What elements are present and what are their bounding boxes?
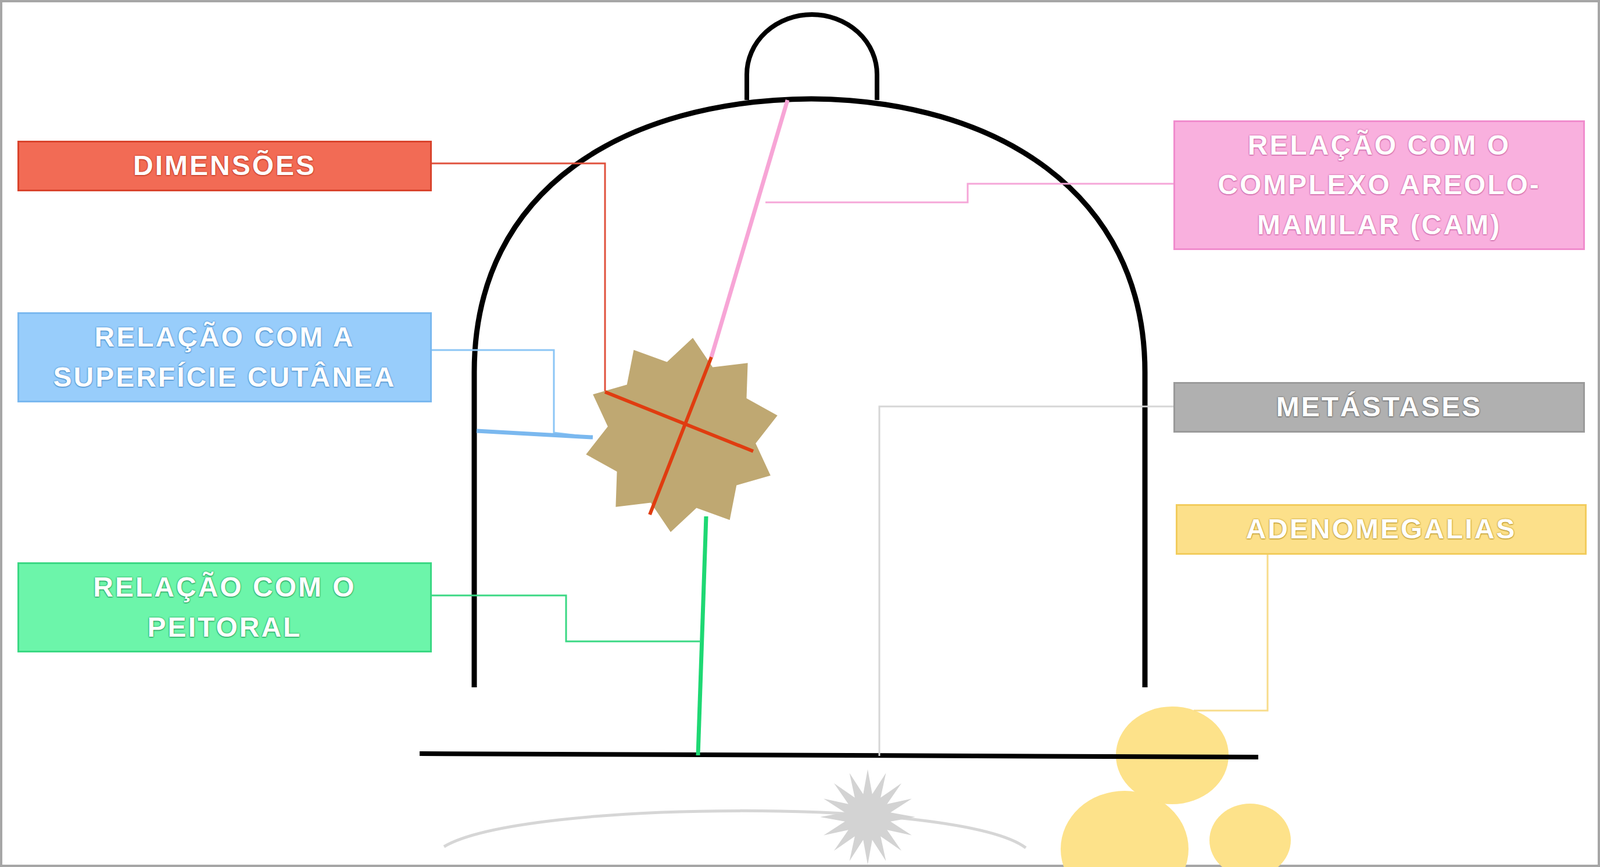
label-text: RELAÇÃO COM O PEITORAL [29, 567, 420, 647]
metastasis-star [820, 768, 916, 865]
leader-line [879, 406, 1174, 756]
label-text: METÁSTASES [1276, 387, 1483, 427]
label-box: METÁSTASES [1173, 381, 1585, 433]
label-text: ADENOMEGALIAS [1246, 509, 1517, 549]
nipple-distance-line [711, 99, 788, 357]
tumor-star [585, 337, 778, 532]
label-box: RELAÇÃO COM A SUPERFÍCIE CUTÂNEA [17, 312, 432, 403]
pectoral-distance-line [698, 516, 707, 755]
leader-line [431, 595, 700, 642]
dimension-line [649, 356, 712, 515]
label-text: DIMENSÕES [133, 145, 317, 186]
nipple-outline [746, 14, 878, 100]
breast-outline [474, 98, 1145, 687]
leader-line [431, 349, 592, 438]
skin-distance-line [476, 430, 593, 438]
leader-line [765, 183, 1174, 203]
leader-line [1193, 550, 1268, 711]
label-box: RELAÇÃO COM O COMPLEXO AREOLO-MAMILAR (C… [1173, 120, 1585, 250]
label-text: RELAÇÃO COM O COMPLEXO AREOLO-MAMILAR (C… [1185, 125, 1573, 245]
label-box: RELAÇÃO COM O PEITORAL [17, 562, 432, 653]
label-text: RELAÇÃO COM A SUPERFÍCIE CUTÂNEA [29, 317, 420, 397]
label-box: DIMENSÕES [17, 140, 432, 192]
label-box: ADENOMEGALIAS [1175, 503, 1587, 555]
pectoral-line [419, 753, 1259, 757]
lymph-node [1209, 803, 1291, 867]
leader-line [431, 163, 606, 392]
distant-organ-outline [444, 810, 1026, 848]
